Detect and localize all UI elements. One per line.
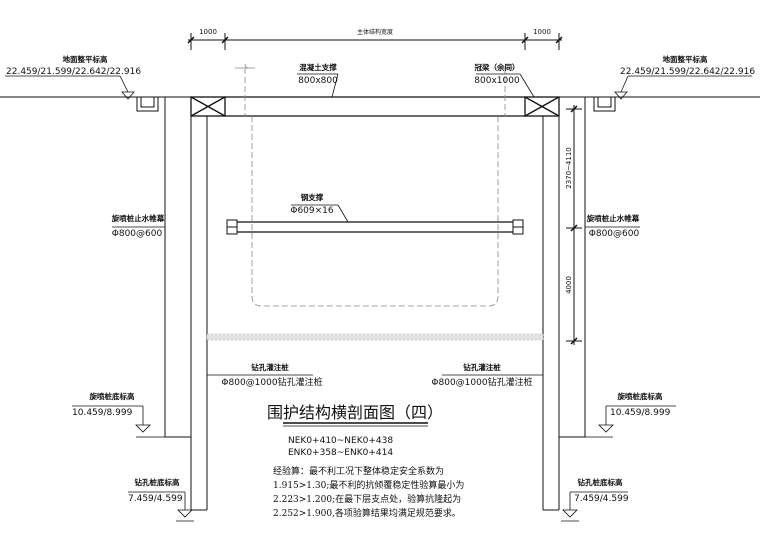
lower-span-dimension: 4000: [565, 276, 573, 294]
pile-bottom-right-label: 钻孔桩底标高: [578, 477, 623, 487]
pile-bottom-left-label: 钻孔桩底标高: [135, 477, 180, 487]
bored-pile-left-spec: Φ800@1000钻孔灌注桩: [221, 376, 322, 388]
drain-ditch-left: [136, 97, 159, 112]
bored-pile-left: [190, 97, 208, 511]
steel-strut-leader: [291, 204, 349, 223]
steel-strut-label: 钢支撑: [301, 192, 324, 202]
top-dimension-line: [187, 33, 563, 50]
ground-elevation-left-label: 地面整平标高: [63, 54, 108, 64]
capping-beam-leader: [476, 73, 535, 98]
bored-pile-right-spec: Φ800@1000钻孔灌注桩: [431, 376, 532, 388]
jet-grout-left-spec: Φ800@600: [112, 229, 163, 239]
jet-bottom-right-mark: [585, 405, 676, 438]
verification-notes: 经验算：最不利工况下整体稳定安全系数为 1.915>1.30;最不利的抗倾覆稳定…: [273, 465, 464, 519]
ground-elevation-right-value: 22.459/21.599/22.642/22.916: [620, 67, 755, 77]
concrete-strut: [225, 96, 525, 117]
ground-elevation-left-value: 22.459/21.599/22.642/22.916: [6, 67, 141, 77]
middle-width-dimension: 主体结构宽度: [357, 28, 393, 36]
left-width-dimension: 1000: [199, 28, 217, 36]
note-line: 2.223>1.200;在最下层支点处，验算抗隆起为: [273, 493, 461, 505]
jet-grout-curtain-left: [164, 97, 192, 438]
excavation-base-layer: [206, 333, 544, 341]
capping-beam-right: [524, 96, 560, 117]
steel-strut-size: Φ609×16: [290, 206, 334, 216]
concrete-strut-size: 800x800: [298, 76, 338, 86]
bored-pile-left-label: 钻孔灌注桩: [251, 362, 289, 372]
capping-beam-label: 冠梁（余同）: [475, 62, 520, 72]
jet-grout-right-label: 旋喷桩止水帷幕: [586, 213, 640, 223]
steel-strut: [226, 219, 524, 235]
jet-bottom-left-value: 10.459/8.999: [72, 408, 133, 418]
pile-bottom-right-value: 7.459/4.599: [574, 494, 629, 504]
jet-grout-left-label: 旋喷桩止水帷幕: [111, 213, 165, 223]
jet-bottom-right-label: 旋喷桩底标高: [617, 391, 663, 401]
jet-grout-right-spec: Φ800@600: [589, 229, 640, 239]
jet-bottom-left-label: 旋喷桩底标高: [89, 391, 135, 401]
pile-bottom-left-value: 7.459/4.599: [128, 494, 183, 504]
drain-ditch-right: [593, 97, 616, 112]
right-width-dimension: 1000: [533, 28, 551, 36]
bored-pile-right-label: 钻孔灌注桩: [463, 362, 501, 372]
note-line: 1.915>1.30;最不利的抗倾覆稳定性验算最小为: [273, 479, 464, 491]
drawing-title: 围护结构横剖面图（四）: [267, 403, 443, 422]
ground-elevation-left: [5, 75, 135, 100]
vertical-dimension-line: [566, 105, 582, 345]
note-line: 经验算：最不利工况下整体稳定安全系数为: [273, 465, 444, 477]
bored-pile-right: [542, 97, 560, 511]
pile-bottom-right-mark: [561, 491, 628, 522]
ground-elevation-right: [614, 75, 752, 100]
jet-bottom-right-value: 10.459/8.999: [610, 408, 671, 418]
pile-bottom-left-mark: [128, 491, 194, 522]
chainage-range-2: ENK0+358~ENK0+414: [288, 448, 393, 458]
title-underline: [283, 422, 428, 427]
capping-beam-size: 800x1000: [474, 76, 520, 86]
chainage-range-1: NEK0+410~NEK0+438: [288, 436, 393, 446]
note-line: 2.252>1.900,各项验算结果均满足规范要求。: [273, 507, 461, 519]
main-structure-outline: [235, 63, 515, 307]
jet-bottom-left-mark: [72, 405, 165, 438]
concrete-strut-leader: [297, 73, 339, 98]
concrete-strut-label: 混凝土支撑: [299, 62, 337, 72]
upper-span-dimension: 2370~4110: [565, 147, 573, 189]
capping-beam-left: [190, 96, 226, 117]
ground-elevation-right-label: 地面整平标高: [663, 54, 708, 64]
